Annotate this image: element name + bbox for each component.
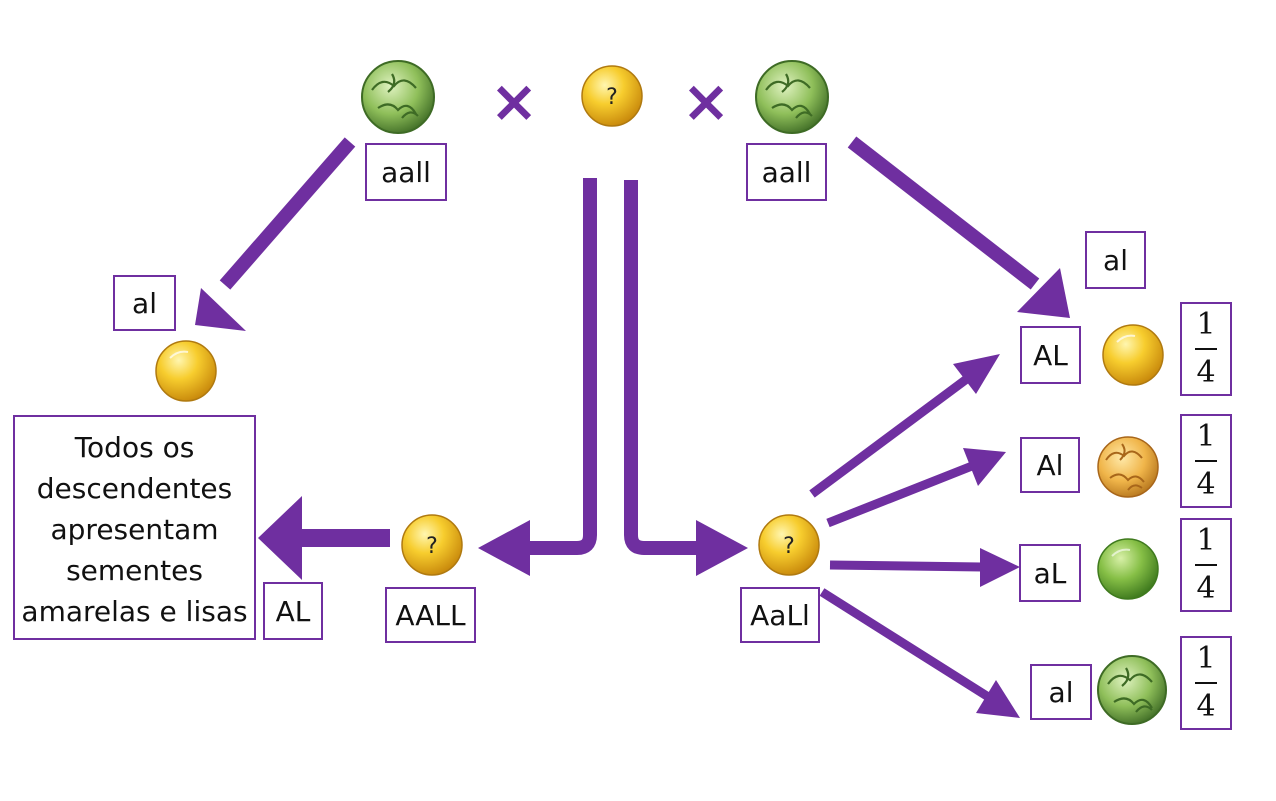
green-wrinkled-seed-icon bbox=[755, 60, 829, 134]
fraction-numerator: 1 bbox=[1196, 419, 1216, 454]
result-line: amarelas e lisas bbox=[21, 595, 248, 628]
result-text-box: Todos os descendentes apresentam semente… bbox=[13, 415, 256, 640]
green-wrinkled-seed-icon bbox=[1097, 655, 1167, 725]
result-line: sementes bbox=[66, 554, 203, 587]
fraction-denominator: 4 bbox=[1196, 571, 1216, 606]
arrow-to-offspring-al bbox=[819, 588, 1020, 718]
offspring-proportion-Al: 1 4 bbox=[1180, 414, 1232, 508]
fraction-bar bbox=[1195, 564, 1217, 566]
offspring-gamete-AL: AL bbox=[1020, 326, 1081, 384]
yellow-smooth-seed-icon bbox=[1102, 324, 1164, 386]
left-gamete-box: al bbox=[113, 275, 176, 331]
offspring-gamete-al: al bbox=[1030, 664, 1092, 720]
unknown-yellow-seed-icon: ? bbox=[758, 514, 820, 576]
unknown-genotype-homozygous: AALL bbox=[385, 587, 476, 643]
unknown-mark: ? bbox=[426, 534, 438, 559]
fraction-denominator: 4 bbox=[1196, 355, 1216, 390]
yellow-smooth-seed-icon bbox=[155, 340, 217, 402]
aall-gamete-box: AL bbox=[263, 582, 323, 640]
fraction-bar bbox=[1195, 682, 1217, 684]
offspring-proportion-AL: 1 4 bbox=[1180, 302, 1232, 396]
arrow-to-offspring-aL bbox=[829, 548, 1020, 587]
green-smooth-seed-icon bbox=[1097, 538, 1159, 600]
right-parent-genotype: aall bbox=[746, 143, 827, 201]
offspring-gamete-aL: aL bbox=[1019, 544, 1081, 602]
cross-symbol-left: × bbox=[490, 67, 539, 135]
arrow-to-offspring-AL bbox=[809, 354, 1000, 498]
result-line: apresentam bbox=[50, 513, 219, 546]
arrow-to-offspring-Al bbox=[826, 448, 1006, 528]
left-parent-genotype: aall bbox=[365, 143, 447, 201]
right-gamete-box: al bbox=[1085, 231, 1146, 289]
result-line: Todos os bbox=[74, 431, 195, 464]
result-line: descendentes bbox=[36, 472, 233, 505]
unknown-mark: ? bbox=[783, 534, 795, 559]
yellow-wrinkled-seed-icon bbox=[1097, 436, 1159, 498]
fraction-denominator: 4 bbox=[1196, 689, 1216, 724]
unknown-mark: ? bbox=[606, 85, 618, 110]
arrow-center-to-left bbox=[478, 178, 597, 576]
fraction-bar bbox=[1195, 348, 1217, 350]
fraction-numerator: 1 bbox=[1196, 307, 1216, 342]
unknown-genotype-heterozygous: AaLl bbox=[740, 587, 820, 643]
fraction-numerator: 1 bbox=[1196, 523, 1216, 558]
green-wrinkled-seed-icon bbox=[361, 60, 435, 134]
cross-symbol-right: × bbox=[682, 67, 731, 135]
arrow-aall-to-result bbox=[258, 496, 390, 580]
offspring-gamete-Al: Al bbox=[1020, 437, 1080, 493]
fraction-bar bbox=[1195, 460, 1217, 462]
offspring-proportion-aL: 1 4 bbox=[1180, 518, 1232, 612]
arrow-parent-to-right-gamete bbox=[847, 136, 1070, 318]
offspring-proportion-al: 1 4 bbox=[1180, 636, 1232, 730]
arrow-parent-to-left-gamete bbox=[195, 137, 356, 331]
fraction-numerator: 1 bbox=[1196, 641, 1216, 676]
unknown-yellow-seed-icon: ? bbox=[581, 65, 643, 127]
unknown-yellow-seed-icon: ? bbox=[401, 514, 463, 576]
arrow-center-to-right bbox=[624, 180, 748, 576]
fraction-denominator: 4 bbox=[1196, 467, 1216, 502]
